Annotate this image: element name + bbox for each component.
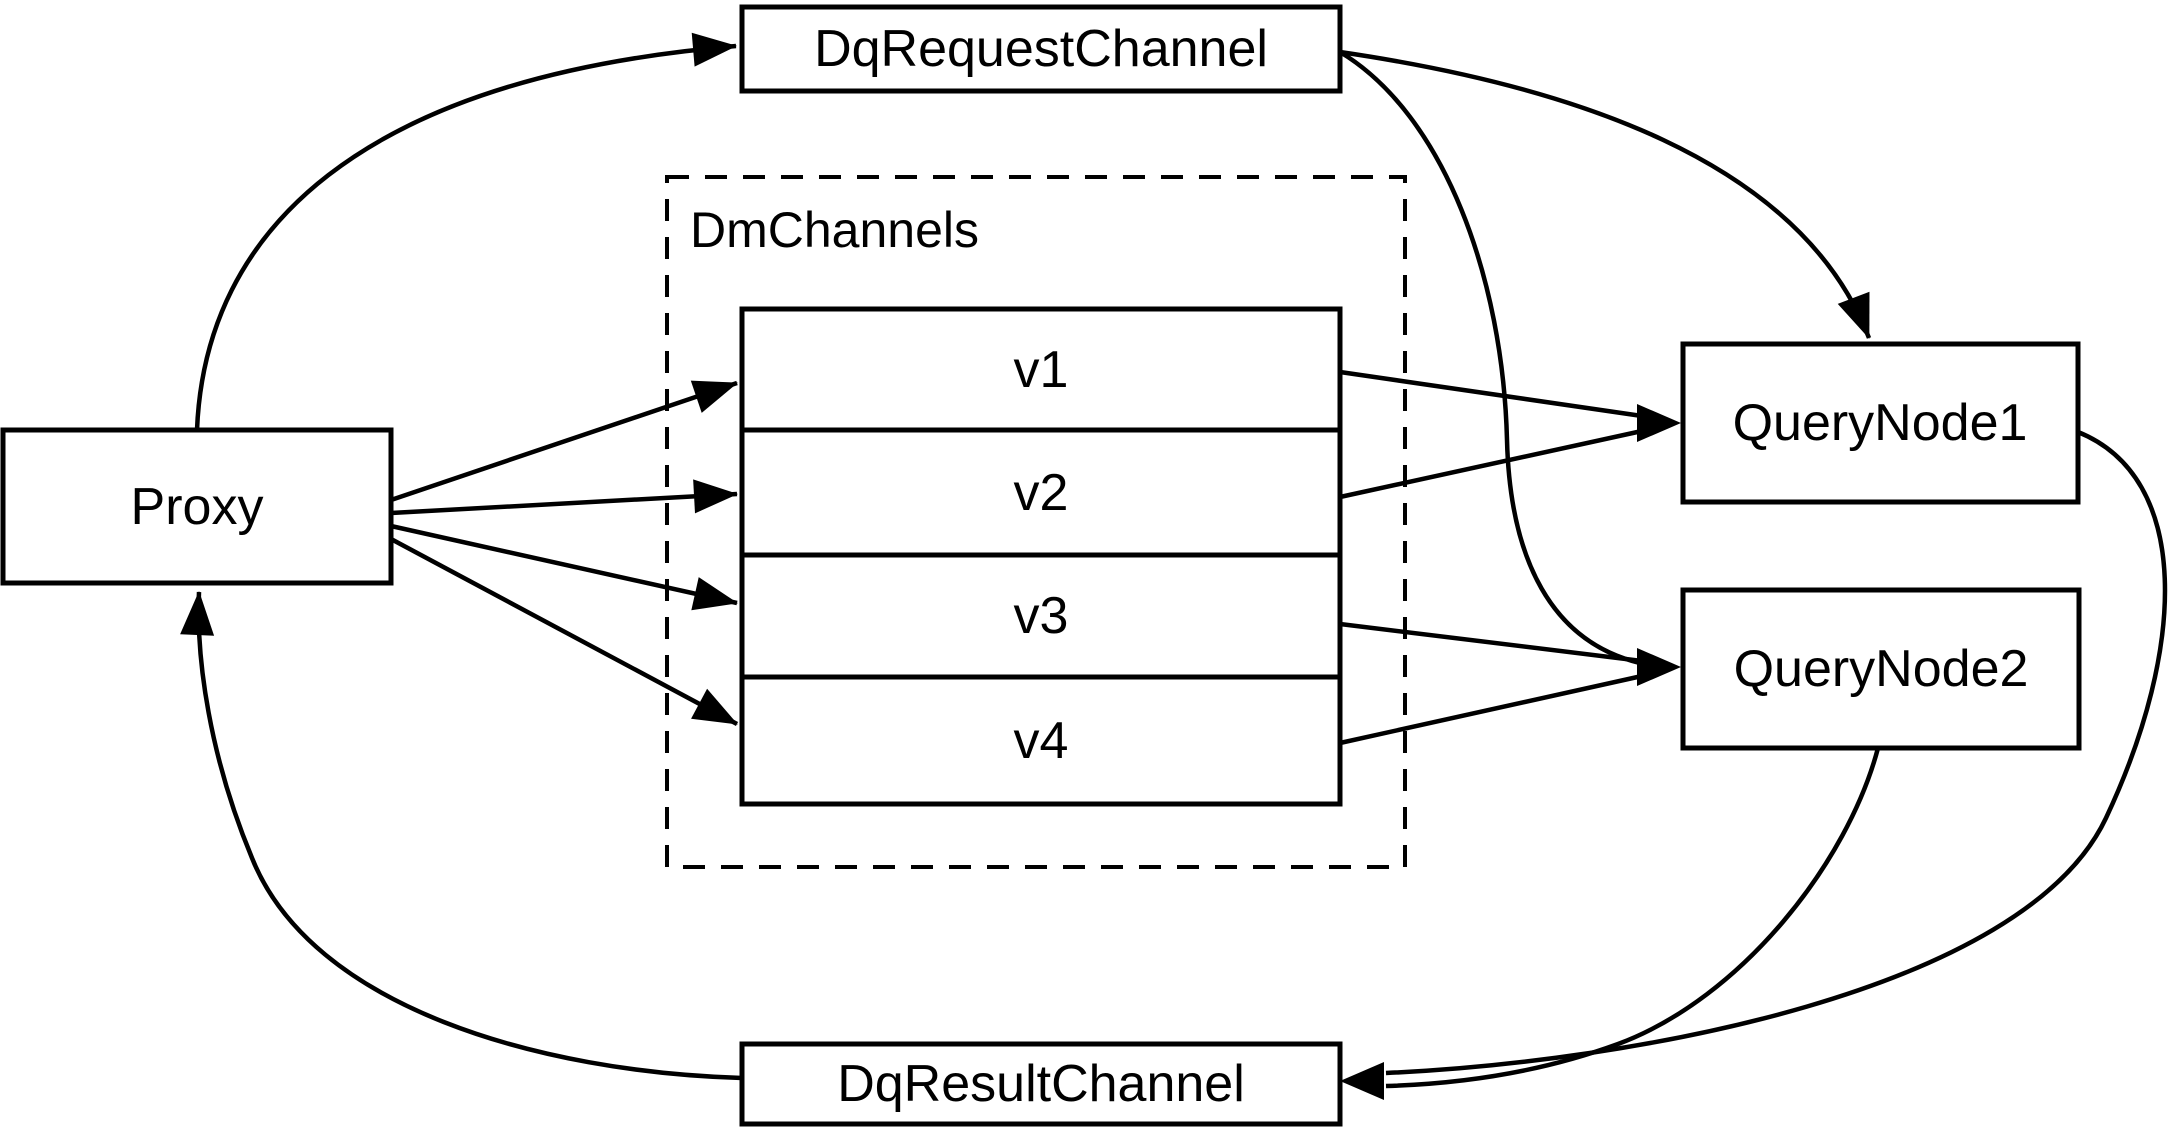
v3-box: [739, 552, 1343, 680]
node-proxy: Proxy: [0, 427, 394, 586]
dq-result-channel-label: DqResultChannel: [837, 1055, 1245, 1113]
dq-request-channel-box: [739, 4, 1343, 94]
edge-v1-to-query-node-1: [1339, 369, 1643, 419]
arrowhead-into-query-node-2: [1637, 648, 1681, 686]
edge-query-node-1-to-dq-result-channel: [1385, 429, 2168, 1076]
v3-label: v3: [1014, 587, 1069, 645]
query-node-2-box: [1680, 587, 2082, 751]
v1-box: [739, 306, 1343, 433]
edge-dq-request-channel-to-query-node-2: [1338, 50, 1641, 666]
edge-proxy-to-v4: [389, 537, 739, 726]
node-v2: v2: [739, 427, 1343, 558]
dq-result-channel-box: [739, 1041, 1343, 1127]
edge-v2-to-query-node-1: [1339, 428, 1643, 500]
v4-label: v4: [1014, 712, 1069, 770]
dq-request-channel-label: DqRequestChannel: [814, 20, 1268, 78]
arrowhead-into-dq-result-channel: [1340, 1062, 1384, 1100]
edge-proxy-to-v3: [390, 523, 738, 611]
arrowhead-into-query-node-1: [1637, 404, 1681, 442]
dm-channels-dashed-border: [665, 175, 1407, 869]
v1-label: v1: [1014, 341, 1069, 399]
edge-query-node-2-to-dq-result-channel: [1385, 747, 1881, 1089]
group-dm-channels: DmChannels v1 v2 v3 v4: [665, 175, 1407, 869]
node-query-node-2: QueryNode2: [1680, 587, 2082, 751]
edge-v4-to-query-node-2: [1339, 673, 1643, 746]
v4-box: [739, 674, 1343, 807]
node-v4: v4: [739, 674, 1343, 807]
edge-dq-result-channel-to-proxy: [180, 591, 743, 1081]
edge-proxy-to-v2: [390, 479, 738, 516]
node-dq-result-channel: DqResultChannel: [739, 1041, 1343, 1127]
query-node-1-box: [1680, 341, 2081, 505]
query-node-1-label: QueryNode1: [1733, 394, 2028, 452]
edge-dq-request-channel-to-query-node-1: [1339, 49, 1872, 339]
query-node-2-label: QueryNode2: [1734, 640, 2029, 698]
node-v1: v1: [739, 306, 1343, 433]
proxy-box: [0, 427, 394, 586]
edge-proxy-to-dq-request-channel: [194, 32, 737, 431]
edge-proxy-to-v1: [390, 380, 738, 503]
v2-box: [739, 427, 1343, 558]
dm-channels-label: DmChannels: [690, 202, 979, 258]
proxy-label: Proxy: [131, 478, 264, 536]
node-query-node-1: QueryNode1: [1680, 341, 2081, 505]
node-dq-request-channel: DqRequestChannel: [739, 4, 1343, 94]
node-v3: v3: [739, 552, 1343, 680]
edge-v3-to-query-node-2: [1339, 621, 1643, 664]
v2-label: v2: [1014, 464, 1069, 522]
